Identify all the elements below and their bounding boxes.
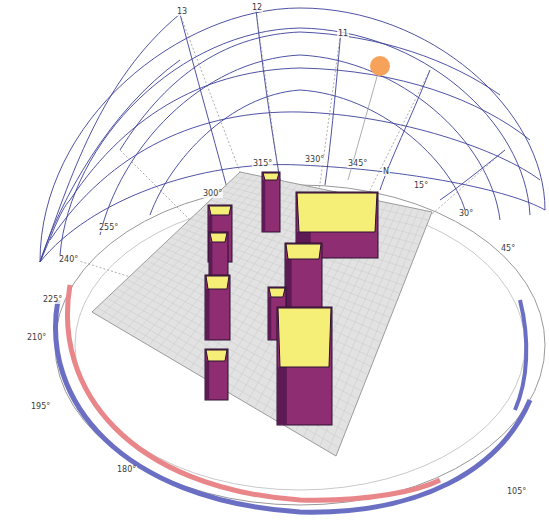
building-body (285, 243, 322, 312)
compass-label: 30° (458, 210, 474, 218)
compass-label: 13 (176, 8, 188, 16)
compass-label: 345° (347, 160, 368, 168)
building-roof (269, 288, 285, 297)
compass-label: 225° (42, 296, 63, 304)
building-roof (286, 244, 321, 259)
compass-label: 45° (500, 245, 516, 253)
building-body (277, 307, 332, 425)
building-side (205, 361, 209, 400)
grid-line (161, 247, 381, 342)
building-roof (263, 173, 279, 180)
compass-label: 255° (98, 224, 119, 232)
building-roof (210, 233, 227, 242)
compass-label: N (382, 168, 390, 176)
building-roof (278, 308, 331, 367)
building-side (268, 297, 271, 340)
grid-line (225, 186, 422, 236)
compass-label: 11 (337, 30, 349, 38)
building-roof (206, 276, 229, 289)
building-body (205, 349, 228, 400)
building-body (262, 172, 280, 232)
compass-label: 15° (413, 182, 429, 190)
compass-label: 330° (304, 156, 325, 164)
compass-label: 210° (26, 334, 47, 342)
building-side (205, 289, 210, 340)
compass-label: 180° (116, 466, 137, 474)
compass-label: 195° (30, 403, 51, 411)
building-roof (297, 193, 377, 232)
compass-label: 315° (252, 160, 273, 168)
compass-label: 12 (251, 4, 263, 12)
building-side (277, 367, 287, 425)
building-side (262, 180, 265, 232)
compass-label: 300° (202, 190, 223, 198)
compass-label: 240° (58, 256, 79, 264)
grid-line (141, 180, 279, 341)
building-body (205, 275, 230, 340)
compass-label: 105° (506, 488, 527, 496)
building-roof (209, 206, 231, 215)
building-roof (206, 350, 227, 361)
